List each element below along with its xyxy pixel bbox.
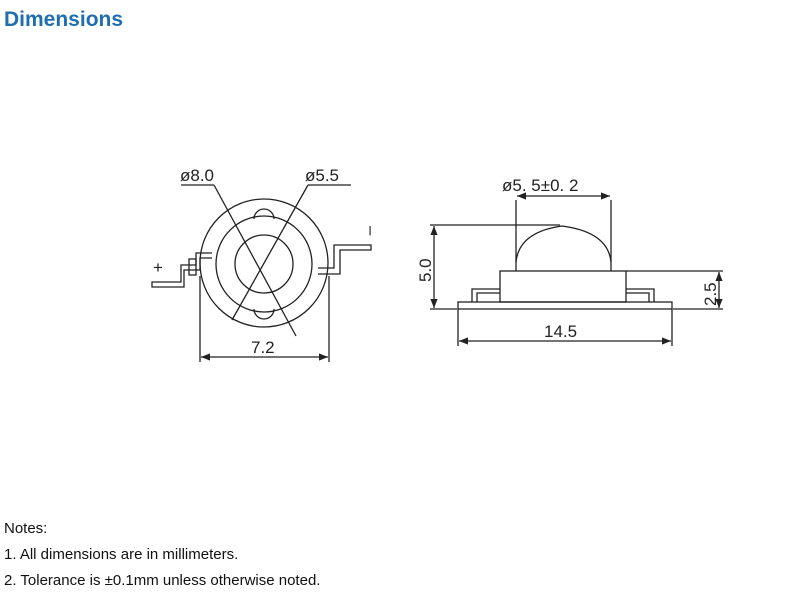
dome-diameter-label: ø5. 5±0. 2 — [502, 176, 578, 195]
note-item: 1. All dimensions are in millimeters. — [4, 546, 239, 563]
length-label: 14.5 — [544, 322, 577, 341]
lens-circle — [234, 234, 294, 294]
left-lead — [471, 288, 500, 302]
notes-section: Notes: 1. All dimensions are in millimet… — [4, 516, 320, 594]
right-lead — [626, 288, 655, 302]
side-view — [430, 192, 723, 346]
outer-body-circle — [199, 198, 329, 328]
top-ear — [253, 208, 275, 220]
width-label: 7.2 — [251, 338, 275, 357]
negative-lead — [318, 244, 372, 275]
body-height-label: 2.5 — [701, 282, 720, 306]
bottom-ear — [253, 308, 275, 320]
positive-pad — [188, 258, 197, 276]
plus-label: + — [153, 258, 163, 277]
top-view — [151, 184, 372, 362]
outer-diameter-leader — [213, 184, 297, 337]
page-title: Dimensions — [4, 8, 124, 31]
lens-diameter-label: ø5.5 — [305, 166, 339, 185]
base-plate — [457, 301, 673, 310]
minus-label: – — [362, 226, 381, 236]
led-body — [499, 270, 627, 303]
note-item: 2. Tolerance is ±0.1mm unless otherwise … — [4, 572, 321, 589]
lens-dome — [515, 225, 612, 271]
notes-title: Notes: — [4, 520, 48, 537]
lens-ring-circle — [215, 215, 313, 313]
lens-diameter-leader — [231, 184, 309, 321]
outer-diameter-label: ø8.0 — [180, 166, 214, 185]
total-height-label: 5.0 — [416, 258, 435, 282]
